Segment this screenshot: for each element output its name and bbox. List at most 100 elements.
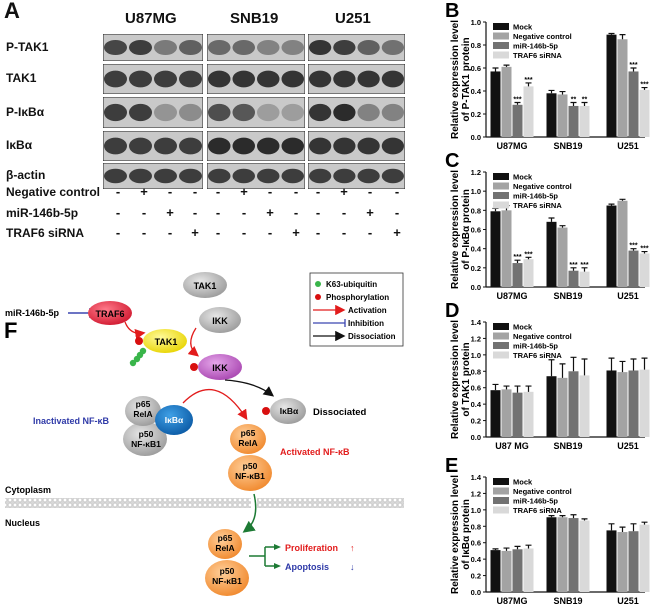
error-bar [630, 248, 637, 251]
panel-a-letter: A [4, 0, 20, 23]
blot-image [103, 64, 203, 94]
treatment-sign: + [140, 184, 148, 199]
error-bar [581, 358, 588, 376]
treatment-sign: - [341, 225, 347, 240]
blot-image [207, 34, 305, 61]
legend-label: TRAF6 siRNA [513, 351, 562, 360]
error-bar [570, 356, 577, 372]
x-tick-label: U251 [617, 141, 639, 150]
y-axis-label: Relative expression level [450, 475, 461, 594]
cell-line-header: U251 [335, 10, 371, 27]
y-tick-label: 0.8 [471, 41, 481, 50]
bar [568, 105, 579, 137]
blot-band [281, 70, 304, 88]
legend-label: Mock [513, 23, 533, 32]
error-bar [641, 521, 648, 525]
bar [557, 94, 568, 137]
panel-f-letter: F [4, 318, 17, 343]
nfkb1-label: NF-κB1 [212, 576, 242, 586]
blot-image [207, 97, 305, 128]
treatment-sign: - [293, 205, 299, 220]
error-bar [630, 358, 637, 371]
bar [557, 517, 568, 592]
blot-row-label: P-IκBα [6, 104, 45, 119]
y-tick-label: 0.4 [471, 245, 482, 254]
blot-image [308, 131, 405, 161]
legend-swatch [493, 478, 509, 485]
blot-band [104, 39, 127, 56]
panel-letter: E [445, 455, 458, 477]
treatment-sign: - [115, 205, 121, 220]
bar [606, 370, 617, 437]
p50-label: p50 [220, 566, 235, 576]
blot-image [308, 64, 405, 94]
bar [628, 370, 639, 437]
error-bar [514, 259, 521, 264]
bar [579, 375, 590, 437]
bar [639, 253, 650, 287]
y-tick-label: 1.0 [471, 351, 481, 360]
significance-label: *** [569, 262, 577, 269]
error-bar [514, 101, 521, 105]
y-tick-label: 1.0 [471, 18, 481, 27]
y-tick-label: 0.4 [471, 400, 482, 409]
treatment-sign: - [241, 205, 247, 220]
blot-row-label: P-TAK1 [6, 39, 49, 54]
y-axis-label: Relative expression level [450, 170, 461, 289]
blot-band [232, 39, 255, 56]
x-tick-label: U251 [617, 291, 639, 300]
blot-band [129, 39, 152, 56]
blot-band [104, 137, 127, 155]
y-axis-label: of P-IκBα protein [461, 189, 472, 270]
y-tick-label: 0.6 [471, 384, 481, 393]
bar [490, 550, 501, 592]
nfkb1-label: NF-κB1 [235, 471, 265, 481]
bar [557, 227, 568, 287]
blot-image [103, 163, 203, 189]
y-tick-label: 1.2 [471, 489, 481, 498]
error-bar [619, 526, 626, 533]
legend-swatch [493, 42, 509, 49]
error-bar [641, 86, 648, 90]
bar [490, 211, 501, 287]
legend-swatch [493, 323, 509, 330]
error-bar [570, 514, 577, 519]
treatment-sign: - [215, 184, 221, 199]
blot-image [308, 163, 405, 189]
legend-swatch [493, 23, 509, 30]
treatment-label: TRAF6 siRNA [6, 226, 85, 240]
legend-swatch [493, 32, 509, 40]
treatment-sign: - [315, 205, 321, 220]
legend-label: TRAF6 siRNA [513, 506, 562, 515]
error-bar [619, 34, 626, 40]
error-bar [492, 548, 499, 551]
legend-swatch [493, 487, 509, 495]
bar [568, 518, 579, 592]
blot-band [208, 137, 231, 155]
treatment-label: Negative control [6, 185, 101, 199]
y-tick-label: 0.4 [471, 555, 482, 564]
blot-row-label: TAK1 [6, 71, 37, 85]
activated-nfkb-label: Activated NF-κB [280, 447, 350, 457]
tak1-node [183, 272, 227, 298]
panel-letter: D [445, 300, 459, 322]
blot-band [154, 168, 177, 184]
ikk-label: IKK [212, 316, 228, 326]
treatment-sign: + [340, 184, 348, 199]
x-tick-label: U87MG [496, 291, 527, 300]
ikba-node [155, 405, 193, 435]
blot-band [129, 168, 152, 184]
activation-arrow [182, 388, 248, 421]
blot-band [333, 70, 356, 88]
blot-image [308, 97, 405, 128]
bar [490, 71, 501, 137]
error-bar [570, 101, 577, 106]
bar [617, 200, 628, 287]
inhibition-icon [313, 319, 346, 327]
treatment-sign: - [141, 225, 147, 240]
error-bar [548, 515, 555, 518]
p65-label: p65 [241, 428, 256, 438]
blot-band [357, 103, 380, 122]
blot-band [129, 137, 152, 155]
dissociated-label: Dissociated [313, 407, 367, 418]
